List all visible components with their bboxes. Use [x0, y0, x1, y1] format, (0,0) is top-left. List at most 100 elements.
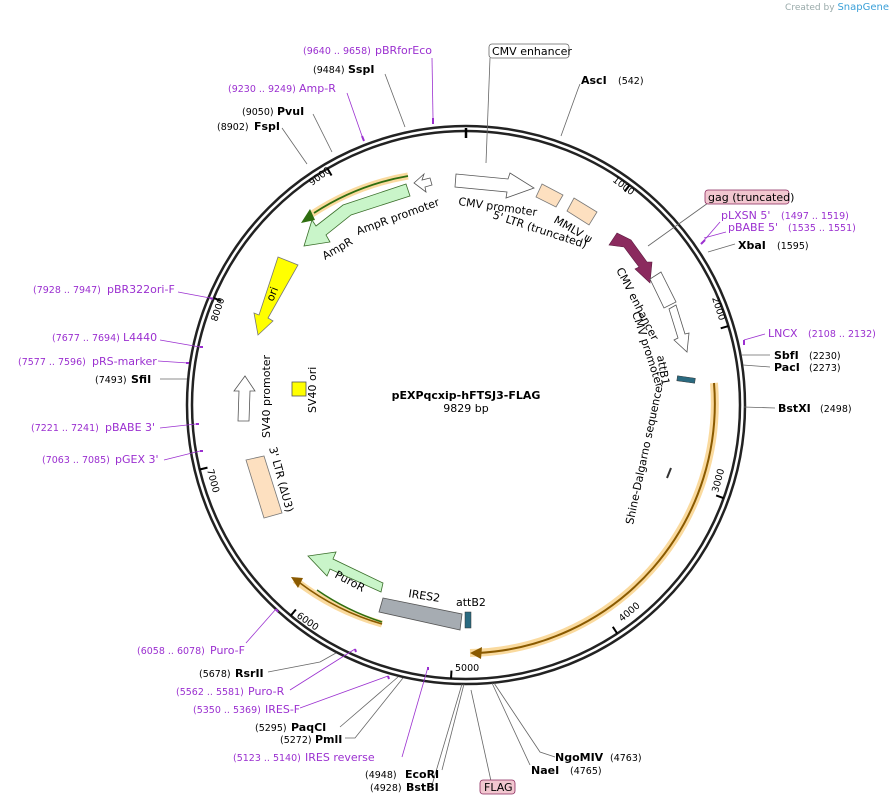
site-sbfI-name[interactable]: SbfI: [774, 349, 799, 362]
primer-lncx-name[interactable]: LNCX: [768, 327, 798, 340]
site-ascI-name[interactable]: AscI: [581, 74, 607, 87]
tick-9000: [326, 168, 333, 176]
attb2-mark[interactable]: [464, 611, 472, 629]
primer-ampr-name[interactable]: Amp-R: [299, 82, 336, 95]
flag-box-label: FLAG: [484, 781, 513, 794]
puror-orf-arrowhead: [291, 577, 303, 588]
site-paqCI-name[interactable]: PaqCI: [291, 721, 326, 734]
site-rsrII-pos: (5678): [199, 669, 231, 680]
tick-4000: [611, 626, 619, 635]
primer-plxsn5-name[interactable]: pLXSN 5': [721, 209, 770, 222]
ampr-promoter-arrow[interactable]: [413, 172, 433, 193]
cmv-promoter-arrow[interactable]: [454, 172, 535, 199]
ampr-orf-arc[interactable]: [313, 175, 409, 214]
ampr-arrow[interactable]: [303, 183, 411, 247]
gag-arrow[interactable]: [608, 232, 653, 284]
site-naeI-pos: (4765): [570, 766, 602, 777]
ori-label: ori: [264, 285, 281, 303]
plasmid-name: pEXPqcxip-hFTSJ3-FLAG: [392, 389, 541, 402]
primer-puror-name[interactable]: Puro-R: [248, 685, 285, 698]
scale-ticks: [199, 168, 729, 679]
site-xbaI-pos: (1595): [777, 241, 809, 252]
tick-label-5000: 5000: [455, 663, 479, 674]
site-pvuI-pos: (9050): [242, 107, 274, 118]
site-sspI-pos: (9484): [313, 65, 345, 76]
shine-dalgarno-mark[interactable]: [666, 467, 672, 479]
site-rsrII-name[interactable]: RsrII: [235, 667, 264, 680]
mmlv-box[interactable]: [566, 197, 598, 226]
primer-pbabe5-name[interactable]: pBABE 5': [728, 221, 778, 234]
site-sspI-name[interactable]: SspI: [348, 63, 374, 76]
site-fspI-name[interactable]: FspI: [254, 120, 280, 133]
gag-box[interactable]: [704, 189, 790, 205]
puror-orf-arc[interactable]: [299, 582, 383, 625]
sv40-ori-box[interactable]: [291, 381, 307, 397]
cmv-enhancer-leader: [485, 57, 491, 164]
primer-iresrev-name[interactable]: IRES reverse: [305, 751, 375, 764]
site-ecoRI-name[interactable]: EcoRI: [405, 768, 439, 781]
puror-green-line: [316, 589, 383, 623]
cmv-promoter-inner-arrow[interactable]: [668, 304, 690, 353]
primer-pbr322ori-name[interactable]: pBR322ori-F: [107, 283, 175, 296]
primer-iresf-range: (5350 .. 5369): [193, 705, 261, 716]
primer-pbabe5-range: (1535 .. 1551): [788, 223, 856, 234]
primer-purof-range: (6058 .. 6078): [137, 646, 205, 657]
sv40-promoter-arrow[interactable]: [233, 375, 256, 422]
primer-purof-name[interactable]: Puro-F: [210, 644, 245, 657]
tick-label-4000: 4000: [617, 600, 643, 624]
ori-arrow[interactable]: [253, 256, 299, 336]
ltr5-box[interactable]: [535, 183, 564, 208]
site-bstXI-name[interactable]: BstXI: [778, 402, 811, 415]
puror-arrow[interactable]: [307, 551, 384, 593]
primer-sites: (9640 .. 9658) pBRforEco (9230 .. 9249) …: [18, 44, 876, 764]
flag-box[interactable]: [479, 779, 516, 795]
site-pmlI-name[interactable]: PmlI: [315, 733, 342, 746]
site-pacI-pos: (2273): [809, 363, 841, 374]
primer-l4440-range: (7677 .. 7694): [52, 333, 120, 344]
primer-l4440-name[interactable]: L4440: [123, 331, 157, 344]
primer-pbabe3-range: (7221 .. 7241): [31, 423, 99, 434]
site-bstBI-name[interactable]: BstBI: [406, 781, 439, 794]
credit-brand: SnapGene: [837, 2, 889, 13]
site-naeI-name[interactable]: NaeI: [531, 764, 559, 777]
attb1-mark[interactable]: [676, 375, 696, 384]
tick-label-1000: 1000: [610, 175, 636, 198]
restriction-sites: AscI (542) XbaI (1595) SbfI (2230) PacI …: [95, 63, 852, 794]
ltr3-box[interactable]: [245, 455, 283, 519]
primer-plxsn5-range: (1497 .. 1519): [781, 211, 849, 222]
ires2-label: IRES2: [408, 587, 441, 605]
primer-lncx-range: (2108 .. 2132): [808, 329, 876, 340]
site-pvuI-name[interactable]: PvuI: [277, 105, 304, 118]
site-ngoMIV-name[interactable]: NgoMIV: [555, 751, 604, 764]
primer-pgex3-name[interactable]: pGEX 3': [115, 453, 159, 466]
primer-pbr322ori-range: (7928 .. 7947): [33, 285, 101, 296]
site-pmlI-pos: (5272): [280, 735, 312, 746]
tick-3000: [715, 494, 725, 500]
tick-7000: [199, 466, 208, 471]
primer-ring-marks: [186, 118, 745, 680]
primer-pbabe3-name[interactable]: pBABE 3': [105, 421, 155, 434]
primer-pgex3-range: (7063 .. 7085): [42, 455, 110, 466]
primer-iresf-name[interactable]: IRES-F: [265, 703, 300, 716]
site-pacI-name[interactable]: PacI: [774, 361, 800, 374]
cmv-enhancer-box[interactable]: [488, 43, 570, 59]
tick-8000: [213, 296, 222, 302]
site-xbaI-name[interactable]: XbaI: [738, 239, 766, 252]
orf-arrowhead: [470, 647, 482, 659]
gag-box-label: gag (truncated): [708, 191, 794, 204]
tick-2000: [720, 325, 729, 330]
site-ecoRI-pos: (4948): [365, 770, 397, 781]
site-bstXI-pos: (2498): [820, 404, 852, 415]
primer-pbrforeco-name[interactable]: pBRforEco: [375, 44, 432, 57]
primer-prsmarker-name[interactable]: pRS-marker: [92, 355, 157, 368]
primer-puror-range: (5562 .. 5581): [176, 687, 244, 698]
site-sfiI-name[interactable]: SfiI: [131, 373, 151, 386]
credit-prefix: Created by: [785, 3, 835, 13]
orf-arc[interactable]: [477, 382, 716, 654]
ires2-box[interactable]: [378, 597, 463, 631]
cmv-enhancer-inner-box[interactable]: [649, 271, 677, 309]
tick-label-3000: 3000: [710, 468, 727, 494]
primer-prsmarker-range: (7577 .. 7596): [18, 357, 86, 368]
site-paqCI-pos: (5295): [255, 723, 287, 734]
